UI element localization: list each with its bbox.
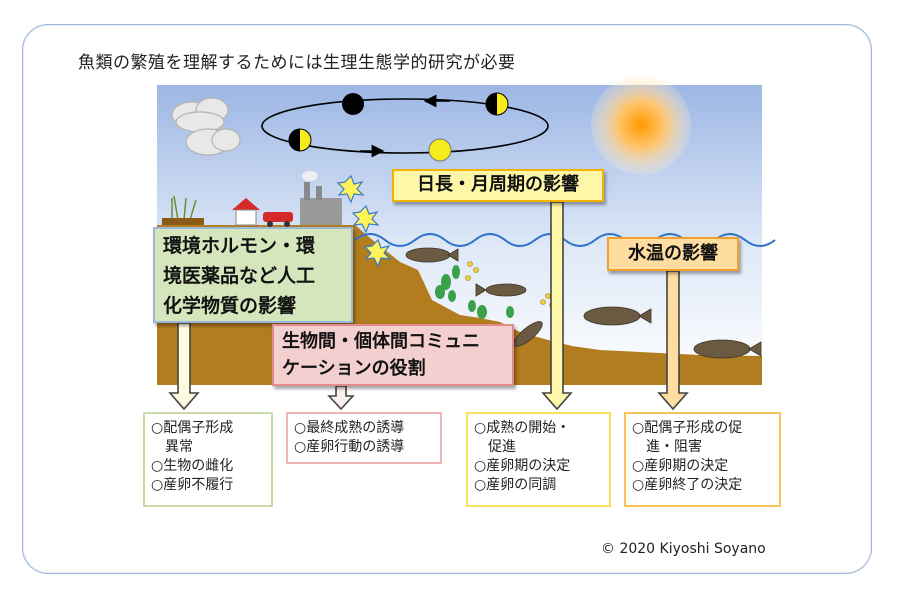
effect-item: 異常 (151, 439, 193, 455)
sun-icon (591, 75, 691, 175)
arrow-temperature (657, 270, 689, 411)
fish-icon (513, 321, 543, 347)
effect-item: ○産卵期の決定 (474, 458, 571, 474)
car-icon (263, 212, 293, 227)
effect-item: ○産卵の同調 (474, 477, 557, 493)
moon-orbit (261, 98, 549, 154)
effect-item: 進・阻害 (632, 439, 702, 455)
effect-item: ○産卵行動の誘導 (294, 439, 405, 455)
factor-line: ケーションの役割 (282, 358, 426, 379)
effects-communication-box: ○最終成熟の誘導 ○産卵行動の誘導 (286, 412, 442, 464)
copyright-text: © 2020 Kiyoshi Soyano (601, 541, 766, 557)
factor-line: 境医薬品など人工 (163, 265, 316, 287)
effect-item: ○最終成熟の誘導 (294, 420, 405, 436)
rice-plant-icon (171, 195, 197, 221)
effects-day-moon-box: ○成熟の開始・ 促進 ○産卵期の決定 ○産卵の同調 (466, 412, 611, 507)
factor-communication-label: 生物間・個体間コミュニ ケーションの役割 (272, 324, 514, 386)
factor-line: 環境ホルモン・環 (163, 235, 316, 257)
fish-icon (583, 306, 652, 326)
fish-icon (475, 283, 527, 297)
factor-line: 生物間・個体間コミュニ (282, 331, 480, 352)
quarter-moon-icon (485, 92, 509, 116)
house-icon (232, 198, 260, 226)
full-moon-icon (428, 138, 452, 162)
cloud-icon (171, 97, 241, 156)
arrow-day-moon (541, 201, 573, 411)
diagram-title: 魚類の繁殖を理解するためには生理生態学的研究が必要 (78, 53, 516, 73)
arrow-communication (327, 385, 355, 411)
arrow-environment (168, 322, 200, 411)
effect-item: ○産卵不履行 (151, 477, 234, 493)
effect-item: ○配偶子形成の促 (632, 420, 743, 436)
factor-environment-label: 環境ホルモン・環 境医薬品など人工 化学物質の影響 (153, 227, 353, 323)
effects-temperature-box: ○配偶子形成の促 進・阻害 ○産卵期の決定 ○産卵終了の決定 (624, 412, 781, 507)
pollution-burst-icon (336, 174, 392, 268)
effect-item: ○産卵終了の決定 (632, 477, 743, 493)
effect-item: ○産卵期の決定 (632, 458, 729, 474)
quarter-moon-icon (288, 128, 312, 152)
fish-icon (693, 339, 762, 359)
effect-item: ○生物の雌化 (151, 458, 234, 474)
factor-temperature-label: 水温の影響 (607, 237, 739, 271)
field-icon (162, 218, 204, 225)
factor-line: 化学物質の影響 (163, 295, 297, 317)
effect-item: ○配偶子形成 (151, 420, 234, 436)
new-moon-icon (342, 93, 364, 115)
fish-icon (405, 247, 459, 263)
effect-item: 促進 (474, 439, 516, 455)
effects-environment-box: ○配偶子形成 異常 ○生物の雌化 ○産卵不履行 (143, 412, 273, 507)
factory-icon (300, 171, 342, 225)
diagram-frame (22, 24, 872, 574)
factor-day-moon-label: 日長・月周期の影響 (392, 169, 604, 202)
seaweed-icon (435, 265, 514, 319)
effect-item: ○成熟の開始・ (474, 420, 571, 436)
